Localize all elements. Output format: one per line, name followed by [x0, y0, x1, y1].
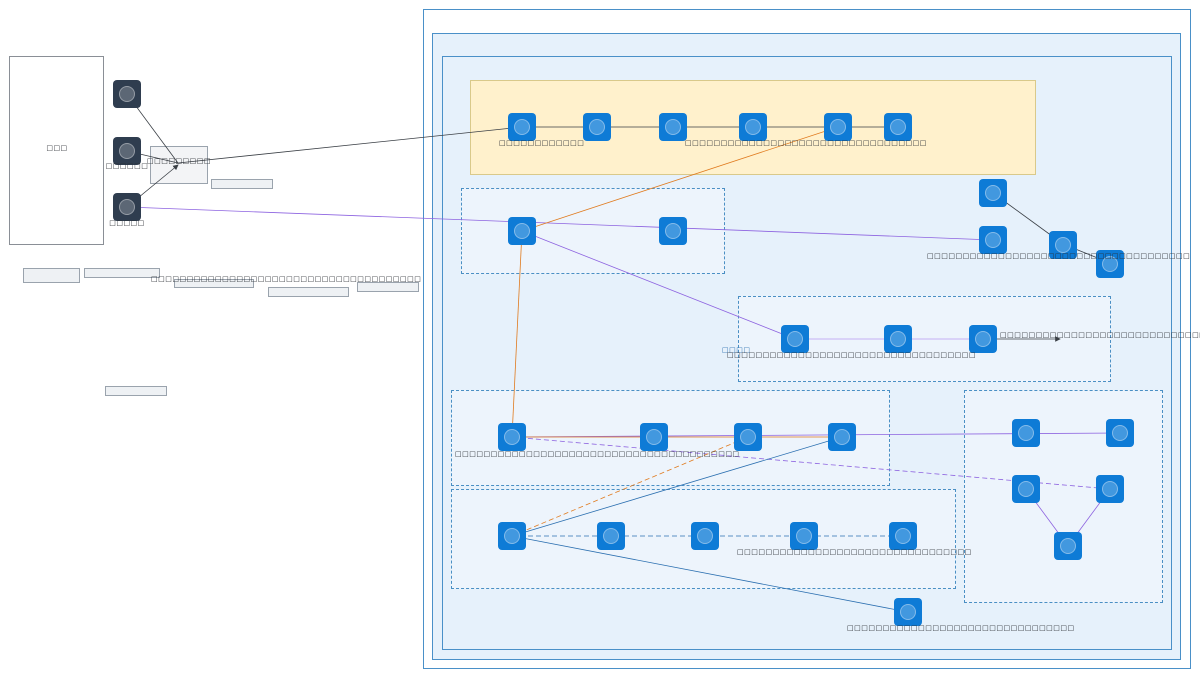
service-icon[interactable] — [597, 522, 625, 550]
edge — [511, 436, 1111, 490]
placeholder-rect — [105, 386, 167, 396]
service-icon[interactable] — [739, 113, 767, 141]
service-icon[interactable] — [640, 423, 668, 451]
service-icon[interactable] — [979, 226, 1007, 254]
placeholder-rect — [357, 282, 419, 292]
placeholder-rect — [268, 287, 349, 297]
placeholder-rect — [84, 268, 160, 278]
service-icon[interactable] — [498, 522, 526, 550]
external-system-box: □□□ — [9, 56, 104, 245]
service-icon[interactable] — [781, 325, 809, 353]
service-icon[interactable] — [979, 179, 1007, 207]
service-icon[interactable] — [884, 113, 912, 141]
service-icon[interactable] — [828, 423, 856, 451]
service-icon[interactable] — [1012, 419, 1040, 447]
placeholder-rect — [174, 279, 254, 288]
row5-label: □□□□□□□□□□□□□□□□□□□□□□□□□□□□□□□□□ — [737, 548, 972, 556]
service-icon[interactable] — [1096, 475, 1124, 503]
user-icon[interactable] — [113, 80, 141, 108]
service-icon[interactable] — [508, 113, 536, 141]
edge — [511, 230, 523, 438]
edge — [511, 436, 749, 537]
external-system-label: □□□ — [46, 144, 68, 152]
left-long-label: □□□□□□□□□□□□□□□□□□□□□□□□□□□□□□□□□□□□□□ — [151, 275, 422, 283]
service-icon[interactable] — [889, 522, 917, 550]
service-icon[interactable] — [1012, 475, 1040, 503]
user-label: □□□□□□ — [105, 162, 149, 170]
service-icon[interactable] — [824, 113, 852, 141]
row1-label: □□□□□□□□□□□□□□□□□□□□□□□□□□□□□□□□□□ — [685, 139, 927, 147]
row4-label: □□□□□□□□□□□□□□□□□□□□□□□□□□□□□□□□□□□□□□□□ — [455, 450, 740, 458]
placeholder-rect — [211, 179, 273, 189]
gateway-label: □□□□□□□□□ — [146, 157, 212, 165]
edge — [126, 206, 523, 223]
service-icon[interactable] — [1106, 419, 1134, 447]
edge — [521, 221, 994, 241]
service-icon[interactable] — [894, 598, 922, 626]
user-icon[interactable] — [113, 193, 141, 221]
gateway-box — [150, 146, 208, 184]
service-icon[interactable] — [969, 325, 997, 353]
service-icon[interactable] — [1049, 231, 1077, 259]
middle-arrow-label: □□□□□□□□□□□□□□□□□□□□□□□□□□□□□□□□ — [1000, 331, 1200, 339]
service-icon[interactable] — [884, 325, 912, 353]
service-icon[interactable] — [1054, 532, 1082, 560]
user-label: □□□□□ — [109, 219, 145, 227]
service-icon[interactable] — [583, 113, 611, 141]
service-icon[interactable] — [691, 522, 719, 550]
edge — [511, 535, 909, 613]
user-icon[interactable] — [113, 137, 141, 165]
middle-small-label: □□□□ — [722, 346, 751, 354]
service-icon[interactable] — [1096, 250, 1124, 278]
service-icon[interactable] — [498, 423, 526, 451]
service-icon[interactable] — [790, 522, 818, 550]
edge — [177, 126, 523, 164]
middle-label: □□□□□□□□□□□□□□□□□□□□□□□□□□□□□□□□□□□ — [727, 351, 976, 359]
bottom-label: □□□□□□□□□□□□□□□□□□□□□□□□□□□□□□□□ — [847, 624, 1075, 632]
service-icon[interactable] — [659, 217, 687, 245]
edge — [521, 126, 839, 232]
service-icon[interactable] — [508, 217, 536, 245]
service-icon[interactable] — [734, 423, 762, 451]
edge — [521, 230, 796, 340]
edge — [511, 436, 843, 537]
row1-label: □□□□□□□□□□□□ — [499, 139, 585, 147]
service-icon[interactable] — [659, 113, 687, 141]
placeholder-rect — [23, 268, 80, 283]
right-cluster-label: □□□□□□□□□□□□□□□□□□□□□□□□□□□□□□□□□□□□□ — [927, 252, 1191, 260]
